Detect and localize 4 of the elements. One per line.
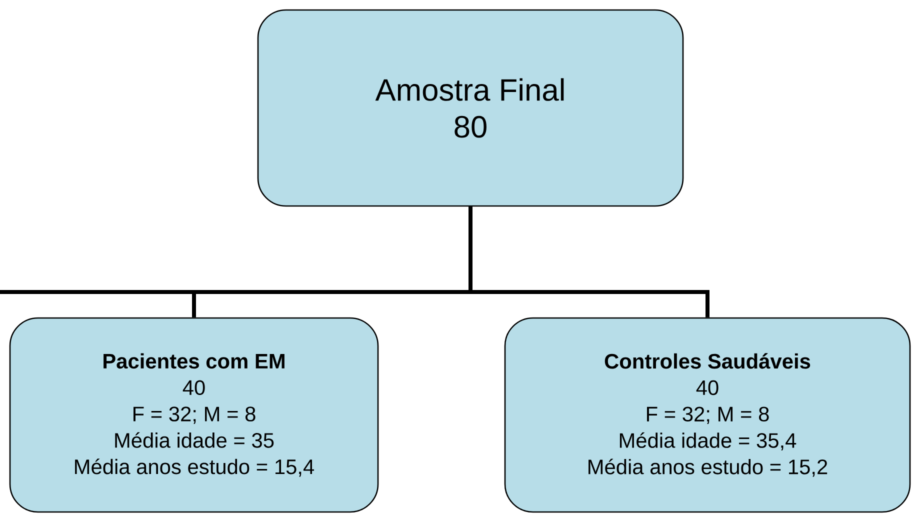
process-box: Pacientes com EM 40 F = 32; M = 8 Média idade = 35 Média anos estudo = 15,4 xyxy=(9,317,379,513)
process-box: Controles Saudáveis 40 F = 32; M = 8 Média idade = 35,4 Média anos estudo = 15,2 xyxy=(504,317,911,513)
process-box: Amostra Final 80 xyxy=(257,9,684,207)
connector-line xyxy=(0,206,710,318)
